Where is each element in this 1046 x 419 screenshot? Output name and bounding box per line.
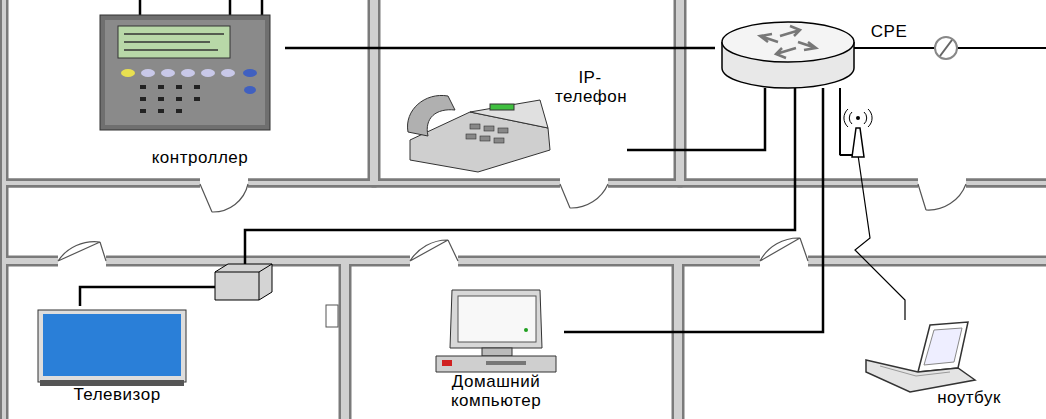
controller-node: контроллер <box>95 12 285 175</box>
cable-link <box>564 88 823 332</box>
controller-icon <box>100 15 270 130</box>
antenna-icon <box>840 88 872 157</box>
pc-node: Домашний компьютер <box>428 286 564 414</box>
tv-node: Телевизор <box>34 306 192 410</box>
device-label: контроллер <box>125 148 275 167</box>
set-top-box <box>215 264 272 300</box>
wireless-link <box>840 88 905 320</box>
ip-phone-icon <box>408 95 550 172</box>
cable-link <box>285 47 715 50</box>
cable-link <box>627 88 765 150</box>
device-label: CPE <box>865 22 913 41</box>
laptop-icon <box>866 322 975 392</box>
phone-node: IP- телефон <box>400 64 627 170</box>
device-label: IP- телефон <box>555 68 625 106</box>
device-label: ноутбук <box>924 388 1014 407</box>
tv-icon <box>38 310 186 386</box>
pc-icon <box>436 290 556 372</box>
laptop-node: ноутбук <box>860 320 1020 412</box>
device-label: Телевизор <box>52 385 182 404</box>
router-node: CPE <box>715 16 915 88</box>
device-label: Домашний компьютер <box>430 372 562 410</box>
router-icon <box>722 22 854 88</box>
